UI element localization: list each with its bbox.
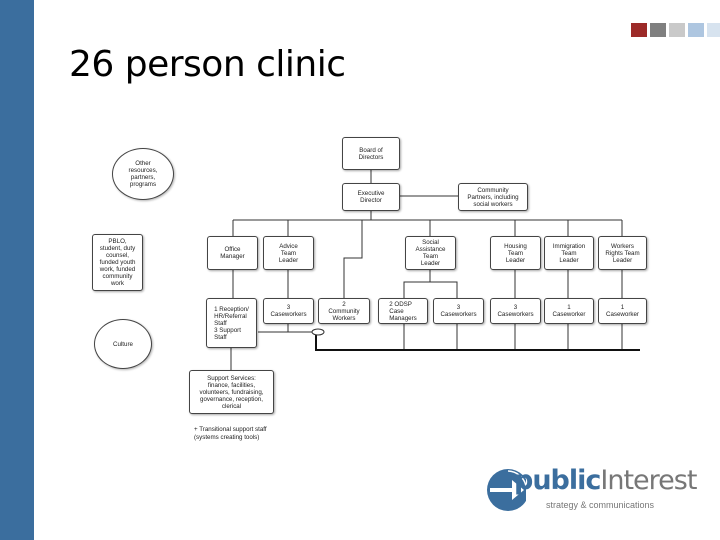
square-4 xyxy=(688,23,704,37)
square-5 xyxy=(707,23,720,37)
support-services-node: Support Services: finance, facilities, v… xyxy=(189,370,274,414)
housing-team-leader-node: Housing Team Leader xyxy=(490,236,541,270)
square-3 xyxy=(669,23,685,37)
arrow-circle-logo-icon xyxy=(487,469,526,511)
transitional-staff-note: + Transitional support staff (systems cr… xyxy=(194,426,267,441)
culture-circle: Culture xyxy=(94,319,152,369)
decorative-squares xyxy=(631,23,720,37)
immigration-caseworker-node: 1 Caseworker xyxy=(544,298,594,324)
social-assistance-leader-node: Social Assistance Team Leader xyxy=(405,236,456,270)
square-1 xyxy=(631,23,647,37)
square-2 xyxy=(650,23,666,37)
board-node: Board of Directors xyxy=(342,137,400,170)
workers-caseworker-node: 1 Caseworker xyxy=(598,298,647,324)
public-interest-logo: publicInterest strategy & communications xyxy=(486,465,697,516)
community-workers-node: 2 Community Workers xyxy=(318,298,370,324)
executive-director-node: Executive Director xyxy=(342,183,400,211)
other-resources-circle: Other resources, partners, programs xyxy=(112,148,174,200)
advice-caseworkers-node: 3 Caseworkers xyxy=(263,298,314,324)
slide-title: 26 person clinic xyxy=(69,44,346,85)
logo-word-interest: Interest xyxy=(600,465,697,496)
logo-wordmark: publicInterest xyxy=(514,465,697,496)
community-partners-node: Community Partners, including social wor… xyxy=(458,183,528,211)
logo-tagline: strategy & communications xyxy=(546,500,655,510)
logo-word-public: public xyxy=(514,465,601,496)
workers-rights-leader-node: Workers Rights Team Leader xyxy=(598,236,647,270)
odsp-managers-node: 2 ODSP Case Managers xyxy=(378,298,428,324)
pblo-node: PBLO, student, duty counsel, funded yout… xyxy=(92,234,143,291)
left-accent-bar xyxy=(0,0,34,540)
advice-team-leader-node: Advice Team Leader xyxy=(263,236,314,270)
reception-staff-node: 1 Reception/ HR/Referral Staff 3 Support… xyxy=(206,298,257,348)
housing-caseworkers-node: 3 Caseworkers xyxy=(490,298,541,324)
immigration-team-leader-node: Immigration Team Leader xyxy=(544,236,594,270)
social-caseworkers-node: 3 Caseworkers xyxy=(433,298,484,324)
office-manager-node: Office Manager xyxy=(207,236,258,270)
